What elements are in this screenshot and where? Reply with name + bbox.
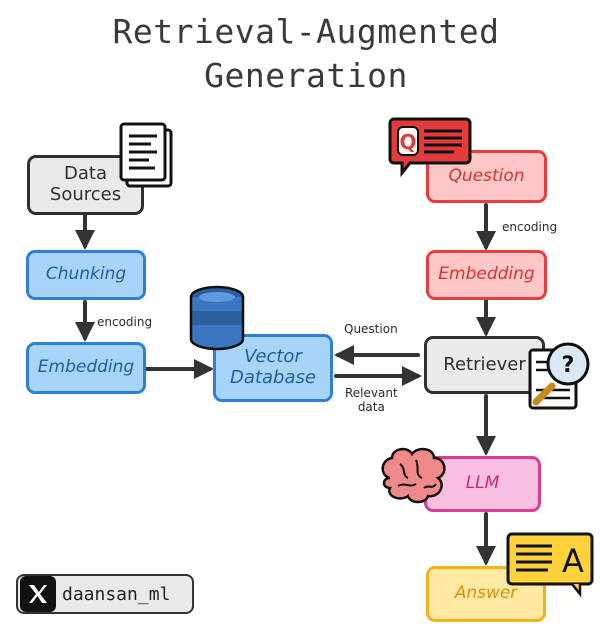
chunking-node: Chunking: [26, 250, 146, 300]
embedding-left-node: Embedding: [26, 342, 146, 394]
answer-card-icon: A: [506, 532, 594, 598]
document-icon: [119, 122, 173, 188]
svg-text:?: ?: [562, 353, 575, 378]
brain-icon: [381, 447, 446, 504]
x-logo-icon: [20, 576, 56, 612]
retriever-node: Retriever: [424, 336, 545, 394]
encoding-right-label: encoding: [502, 220, 558, 234]
encoding-left-label: encoding: [97, 315, 153, 329]
data-sources-line1: Data: [64, 163, 107, 185]
speech-bubble-icon: Q: [388, 117, 472, 178]
diagram-title-line1: Retrieval-Augmented: [112, 12, 500, 51]
author-handle-text: daansan_ml: [62, 583, 171, 605]
embedding-right-node: Embedding: [426, 250, 547, 300]
data-sources-node: Data Sources: [27, 155, 144, 215]
vector-db-line2: Database: [230, 367, 316, 388]
question-edge-label: Question: [344, 322, 398, 336]
search-document-icon: ?: [528, 342, 590, 410]
data-sources-line2: Sources: [49, 184, 122, 205]
diagram-title-line2: Generation: [204, 56, 408, 95]
svg-text:A: A: [562, 542, 584, 580]
relevant-data-line1: Relevant: [345, 386, 398, 400]
database-icon: [189, 285, 245, 351]
relevant-data-label: Relevant data: [345, 386, 398, 415]
vector-db-line1: Vector: [244, 346, 302, 368]
svg-text:Q: Q: [399, 130, 416, 154]
question-node: Question: [426, 150, 547, 203]
relevant-data-line2: data: [357, 400, 385, 415]
author-handle-badge: daansan_ml: [16, 574, 194, 614]
